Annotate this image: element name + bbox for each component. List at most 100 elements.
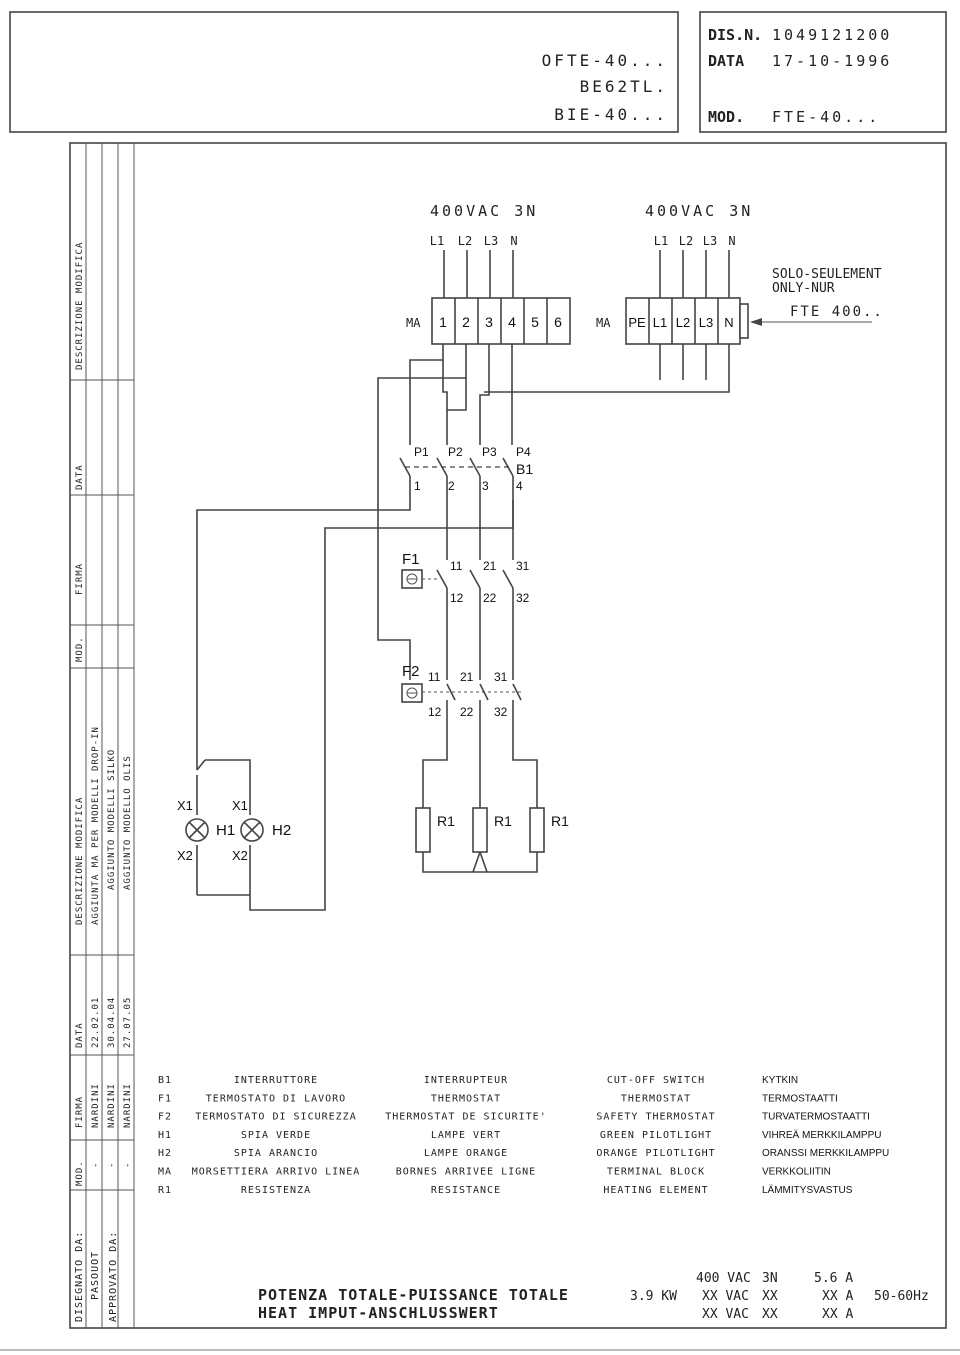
terminal-label: N [724,315,733,330]
f1-contact-top: 31 [516,559,530,573]
footer-power: POTENZA TOTALE-PUISSANCE TOTALE HEAT IMP… [258,1271,929,1322]
terminal-x2: X2 [232,848,248,863]
revision-table: DESCRIZIONE MODIFICA DATA FIRMA MOD. DES… [70,143,135,1328]
supply-left-label: 400VAC 3N [430,202,538,220]
legend-code: MA [158,1167,172,1178]
rev-header: MOD. [75,636,85,662]
legend-fr: LAMPE VERT [431,1130,501,1141]
footer-phases: XX [762,1307,778,1322]
header-info-frame [699,11,947,133]
dis-value: 1049121200 [772,26,892,44]
terminal-number: 4 [508,314,516,330]
rev-row-date: 30.04.04 [107,997,117,1048]
legend-fi: LÄMMITYSVASTUS [762,1184,853,1196]
terminal-label: L1 [653,315,667,330]
lamp-h2-label: H2 [272,822,291,839]
legend-code: R1 [158,1185,172,1196]
lamp-h1-label: H1 [216,822,235,839]
f1-contact-top: 11 [450,559,463,573]
rev-row-firma: NARDINI [91,1083,101,1128]
ma-right-label: MA [596,316,611,330]
b1-label: B1 [516,461,533,477]
b1-contact: 4 [516,479,523,493]
phase-label: L1 [430,234,444,248]
terminal-label: L3 [699,315,713,330]
drawing-frame [69,142,947,1329]
legend-fr: THERMOSTAT [431,1093,501,1104]
f1-contact-bottom: 12 [450,591,464,605]
header-models-frame [9,11,679,133]
f2-label: F2 [402,663,420,680]
footer-current: 5.6 A [814,1271,853,1286]
solo-note: SOLO-SEULEMENT [772,267,882,282]
pilot-lamps: X1 X2 X1 X2 H1 H2 [177,759,291,896]
legend-en: TERMINAL BLOCK [607,1167,705,1178]
supply-right-label: 400VAC 3N [645,202,753,220]
solo-note: ONLY-NUR [772,281,835,296]
footer-current: XX A [822,1307,853,1322]
footer-power-value: 3.9 KW [630,1289,677,1304]
designer-name: PASOUOT [90,1251,101,1300]
f2-contact-bottom: 12 [428,705,442,719]
terminal-x2: X2 [177,848,193,863]
legend-fi: VERKKOLIITIN [762,1167,831,1178]
legend-it: SPIA ARANCIO [234,1148,318,1159]
b1-pole: P4 [516,445,531,459]
dis-label: DIS.N. [708,26,762,44]
model-line: BIE-40... [554,105,668,124]
model-line: OFTE-40... [542,51,668,70]
resistor-wires [422,748,538,873]
rev-header: DESCRIZIONE MODIFICA [75,242,85,370]
rev-row-mod: - [107,1163,117,1168]
phase-label: L1 [654,234,668,248]
rev-header: DATA [75,1022,85,1048]
b1-pole: P3 [482,445,497,459]
legend-fr: INTERRUPTEUR [424,1075,508,1086]
rev-row-firma: NARDINI [107,1083,117,1128]
footer-phases: 3N [762,1271,778,1286]
header-models: OFTE-40... BE62TL. BIE-40... [542,51,668,124]
terminal-number: 1 [439,314,447,330]
footer-voltage: 400 VAC [696,1271,751,1286]
legend-code: H1 [158,1130,172,1141]
footer-frequency: 50-60Hz [874,1289,929,1304]
rev-header: FIRMA [75,1096,85,1128]
legend-it: MORSETTIERA ARRIVO LINEA [192,1167,361,1178]
terminal-x1: X1 [177,798,193,813]
rev-row-mod: - [91,1163,101,1168]
phase-label: N [510,234,517,248]
legend-en: SAFETY THERMOSTAT [596,1112,715,1123]
mod-value: FTE-40... [772,108,880,126]
f2-contact-top: 11 [428,670,441,684]
terminal-block-left: 1 2 3 4 5 6 [431,297,571,345]
f1-contact-bottom: 22 [483,591,497,605]
terminal-label: PE [628,315,646,330]
legend-code: F1 [158,1093,172,1104]
b1-contact: 2 [448,479,455,493]
legend-it: TERMOSTATO DI SICUREZZA [195,1112,356,1123]
f2-contact-bottom: 22 [460,705,474,719]
terminal-number: 6 [554,314,562,330]
rev-row-date: 22.02.01 [91,997,101,1048]
rev-row-desc: AGGIUNTO MODELLO OLIS [123,755,133,890]
terminal-block-right: PE L1 L2 L3 N [625,297,749,380]
resistor-label: R1 [494,813,512,829]
terminal-number: 5 [531,314,539,330]
f2-thermostat: 11 21 31 12 22 32 [401,670,522,748]
rev-row-date: 27.07.05 [123,997,133,1048]
data-label: DATA [708,52,744,70]
legend-code: H2 [158,1148,172,1159]
mod-label: MOD. [708,108,744,126]
lamp-wires [196,500,514,911]
footer-phases: XX [762,1289,778,1304]
solo-model: FTE 400.. [790,304,884,320]
legend-it: INTERRUTTORE [234,1075,318,1086]
phase-label: N [728,234,735,248]
resistor-label: R1 [551,813,569,829]
